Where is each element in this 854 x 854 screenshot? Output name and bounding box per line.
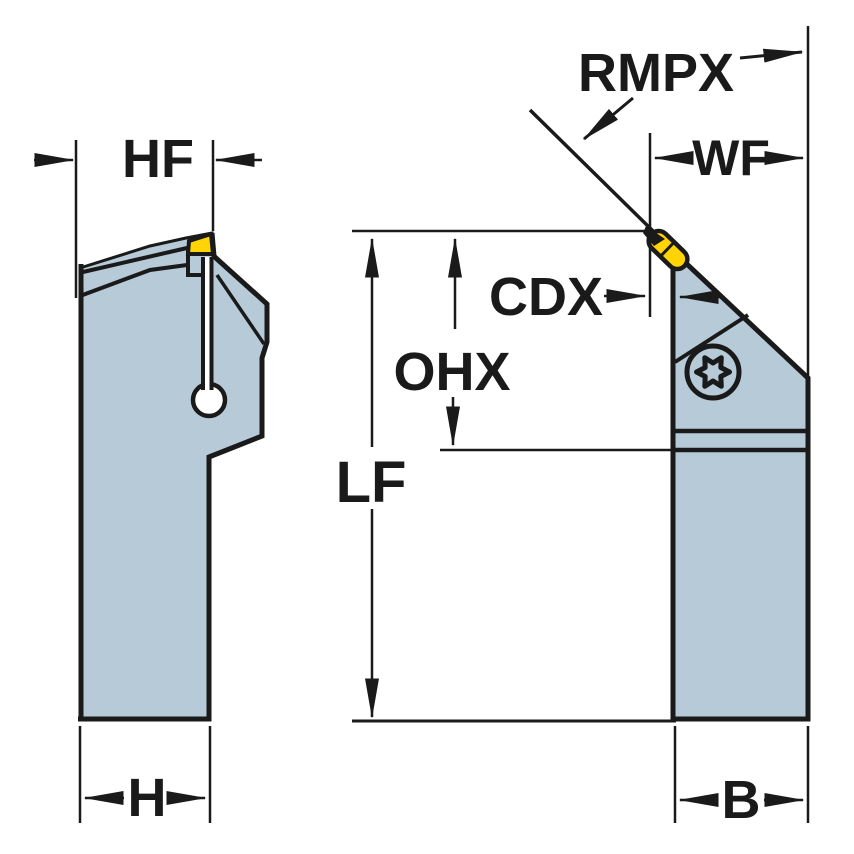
cdx-dimension-label: CDX (489, 267, 603, 327)
torx-screw-icon (684, 343, 742, 401)
tool-body-side-edges (78, 232, 270, 722)
side-view: HF H (34, 129, 270, 828)
lf-dimension-label: LF (336, 450, 407, 515)
tool-body-front (653, 233, 811, 722)
h-extension-lines (78, 726, 212, 823)
insert-side-view (185, 231, 216, 256)
rmpx-arrow-right (739, 48, 804, 63)
clamp-slot-edges (201, 257, 214, 390)
rmpx-dimension-label: RMPX (578, 43, 734, 103)
blade-seam-line-lower (79, 263, 188, 298)
hf-dimension-label: HF (122, 129, 194, 189)
insert-seat-line (673, 313, 750, 364)
clamp-slot (202, 257, 212, 391)
b-dimension-label: B (722, 770, 761, 830)
front-view: LF OHX WF CDX RMPX B (336, 26, 811, 830)
wf-dimension-label: WF (692, 130, 770, 186)
clamp-inner-edge (215, 274, 266, 345)
head-shank-boundary-lines (673, 428, 808, 453)
ohx-dimension-label: OHX (393, 342, 510, 402)
ramp-angle-line (528, 108, 656, 234)
b-extension-lines (673, 726, 810, 823)
h-dimension-label: H (128, 768, 167, 828)
rmpx-leader-arrow (582, 96, 634, 141)
blade-seam-line-upper (82, 246, 188, 274)
hf-extension-lines (74, 140, 215, 298)
